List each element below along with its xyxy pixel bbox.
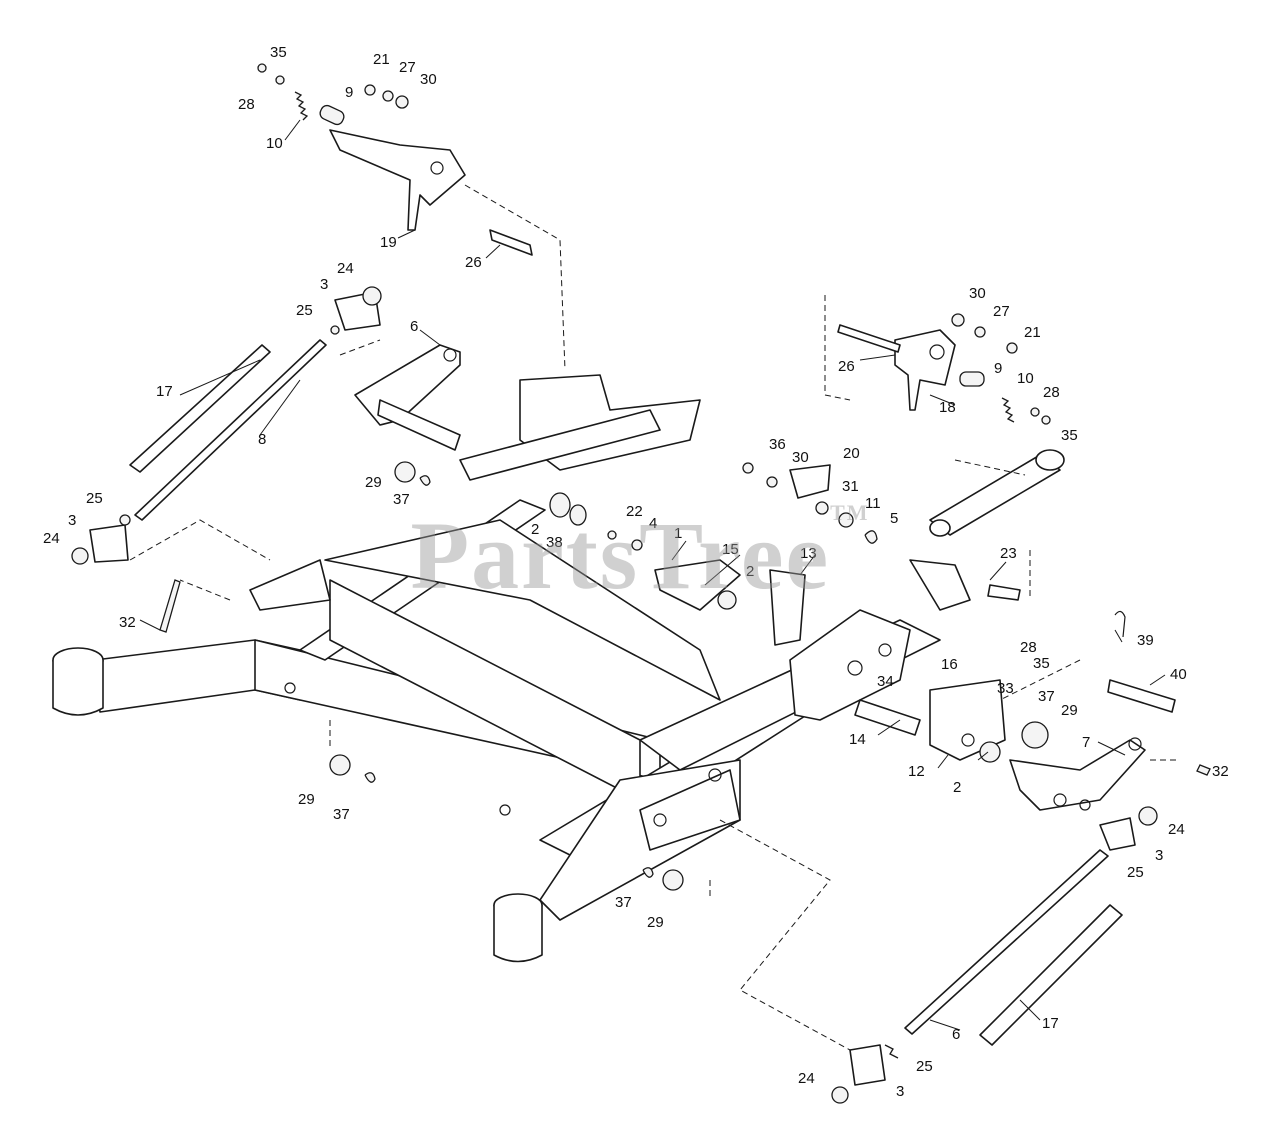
callout: 29 — [365, 474, 382, 491]
callout: 15 — [722, 541, 739, 558]
callout: 22 — [626, 503, 643, 520]
callout: 31 — [842, 478, 859, 495]
callout: 21 — [373, 51, 390, 68]
callout: 4 — [649, 515, 657, 532]
callout: 9 — [345, 84, 353, 101]
callout: 17 — [1042, 1015, 1059, 1032]
callout: 28 — [238, 96, 255, 113]
reference-lines — [129, 184, 1180, 1051]
callout: 3 — [1155, 847, 1163, 864]
callout: 32 — [1212, 763, 1229, 780]
callout: 1 — [674, 525, 682, 542]
callout: 24 — [1168, 821, 1185, 838]
callout: 33 — [997, 680, 1014, 697]
callout: 24 — [43, 530, 60, 547]
callout: 16 — [941, 656, 958, 673]
callout: 21 — [1024, 324, 1041, 341]
callout: 37 — [1038, 688, 1055, 705]
callout: 39 — [1137, 632, 1154, 649]
callout: 27 — [993, 303, 1010, 320]
callout: 27 — [399, 59, 416, 76]
callout: 10 — [266, 135, 283, 152]
callout: 14 — [849, 731, 866, 748]
upper-left-linkage — [257, 63, 533, 256]
callout: 29 — [647, 914, 664, 931]
callout: 11 — [865, 495, 881, 512]
callout: 20 — [843, 445, 860, 462]
right-lower-linkage — [854, 610, 1211, 851]
callout: 30 — [969, 285, 986, 302]
callout: 24 — [337, 260, 354, 277]
callout: 2 — [746, 563, 754, 580]
callout: 24 — [798, 1070, 815, 1087]
callout: 10 — [1017, 370, 1034, 387]
callout: 29 — [1061, 702, 1078, 719]
callout: 32 — [119, 614, 136, 631]
callout: 2 — [531, 521, 539, 538]
callout: 37 — [333, 806, 350, 823]
callout: 37 — [615, 894, 632, 911]
callout: 29 — [298, 791, 315, 808]
callout: 17 — [156, 383, 173, 400]
leader-lines — [139, 119, 1166, 1031]
main-frame — [52, 374, 941, 963]
callout: 28 — [1043, 384, 1060, 401]
callout: 6 — [952, 1026, 960, 1043]
callout: 34 — [877, 673, 894, 690]
callout: 30 — [420, 71, 437, 88]
callout: 8 — [258, 431, 266, 448]
callout: 37 — [393, 491, 410, 508]
callout: 25 — [916, 1058, 933, 1075]
callout: 36 — [769, 436, 786, 453]
callout: 35 — [1033, 655, 1050, 672]
callout: 12 — [908, 763, 925, 780]
callout: 38 — [546, 534, 563, 551]
callout: 30 — [792, 449, 809, 466]
callout: 19 — [380, 234, 397, 251]
callout: 5 — [890, 510, 898, 527]
upper-right-linkage — [837, 313, 1065, 537]
callout: 25 — [296, 302, 313, 319]
callout: 26 — [465, 254, 482, 271]
center-hardware — [549, 462, 1021, 646]
callout: 25 — [86, 490, 103, 507]
callout: 3 — [68, 512, 76, 529]
callout: 35 — [1061, 427, 1078, 444]
callout: 25 — [1127, 864, 1144, 881]
callout: 28 — [1020, 639, 1037, 656]
callout-labels: 35 28 10 9 21 27 30 19 26 24 3 25 6 17 8… — [43, 44, 1229, 1100]
callout: 18 — [939, 399, 956, 416]
callout: 6 — [410, 318, 418, 335]
callout: 3 — [896, 1083, 904, 1100]
callout: 7 — [1082, 734, 1090, 751]
callout: 13 — [800, 545, 817, 562]
callout: 35 — [270, 44, 287, 61]
callout: 2 — [953, 779, 961, 796]
callout: 3 — [320, 276, 328, 293]
callout: 9 — [994, 360, 1002, 377]
callout: 26 — [838, 358, 855, 375]
callout: 40 — [1170, 666, 1187, 683]
callout: 23 — [1000, 545, 1017, 562]
rods — [71, 286, 1123, 1104]
